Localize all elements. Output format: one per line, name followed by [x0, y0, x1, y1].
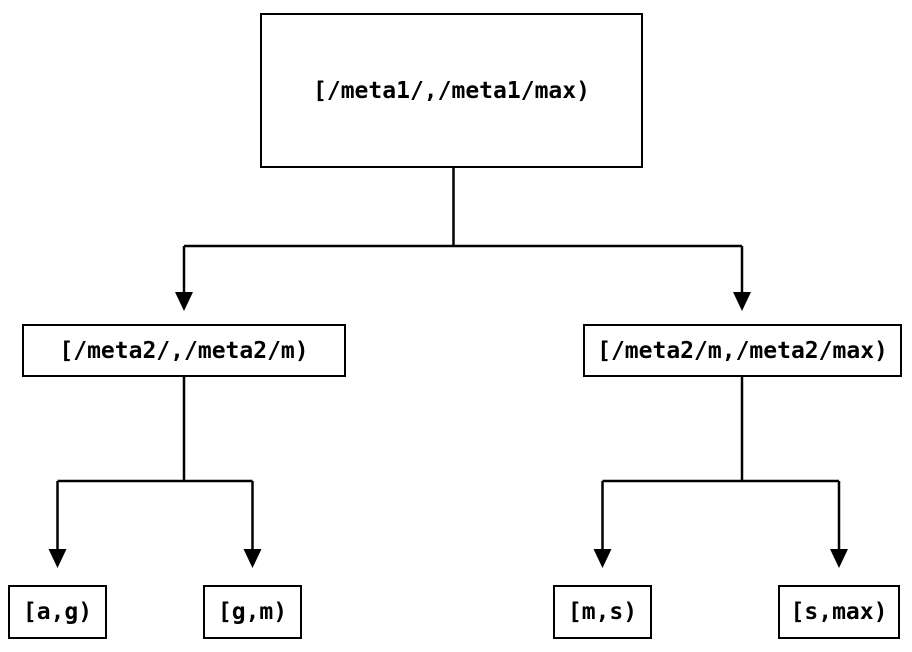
- arrowhead-down-icon: [830, 549, 848, 568]
- node-leaf-ag-label: [a,g): [22, 599, 93, 625]
- edge-group-mid-left-split: [48, 377, 262, 568]
- arrowhead-down-icon: [175, 292, 193, 311]
- node-leaf-smax-label: [s,max): [790, 599, 888, 625]
- node-mid-right: [/meta2/m,/meta2/max): [583, 324, 902, 377]
- node-leaf-gm-label: [g,m): [217, 599, 288, 625]
- node-root-label: [/meta1/,/meta1/max): [313, 77, 590, 104]
- node-leaf-gm: [g,m): [203, 585, 302, 639]
- arrowhead-down-icon: [593, 549, 612, 568]
- edge-group-mid-right-split: [593, 377, 848, 568]
- node-mid-left: [/meta2/,/meta2/m): [22, 324, 346, 377]
- node-root: [/meta1/,/meta1/max): [260, 13, 643, 168]
- arrowhead-down-icon: [243, 549, 262, 568]
- arrowhead-down-icon: [48, 549, 67, 568]
- node-leaf-smax: [s,max): [778, 585, 900, 639]
- edge-group-root-split: [175, 168, 751, 311]
- node-mid-right-label: [/meta2/m,/meta2/max): [597, 337, 888, 364]
- node-leaf-ag: [a,g): [8, 585, 107, 639]
- node-mid-left-label: [/meta2/,/meta2/m): [59, 337, 309, 364]
- arrowhead-down-icon: [733, 292, 751, 311]
- node-leaf-ms-label: [m,s): [567, 599, 638, 625]
- node-leaf-ms: [m,s): [553, 585, 652, 639]
